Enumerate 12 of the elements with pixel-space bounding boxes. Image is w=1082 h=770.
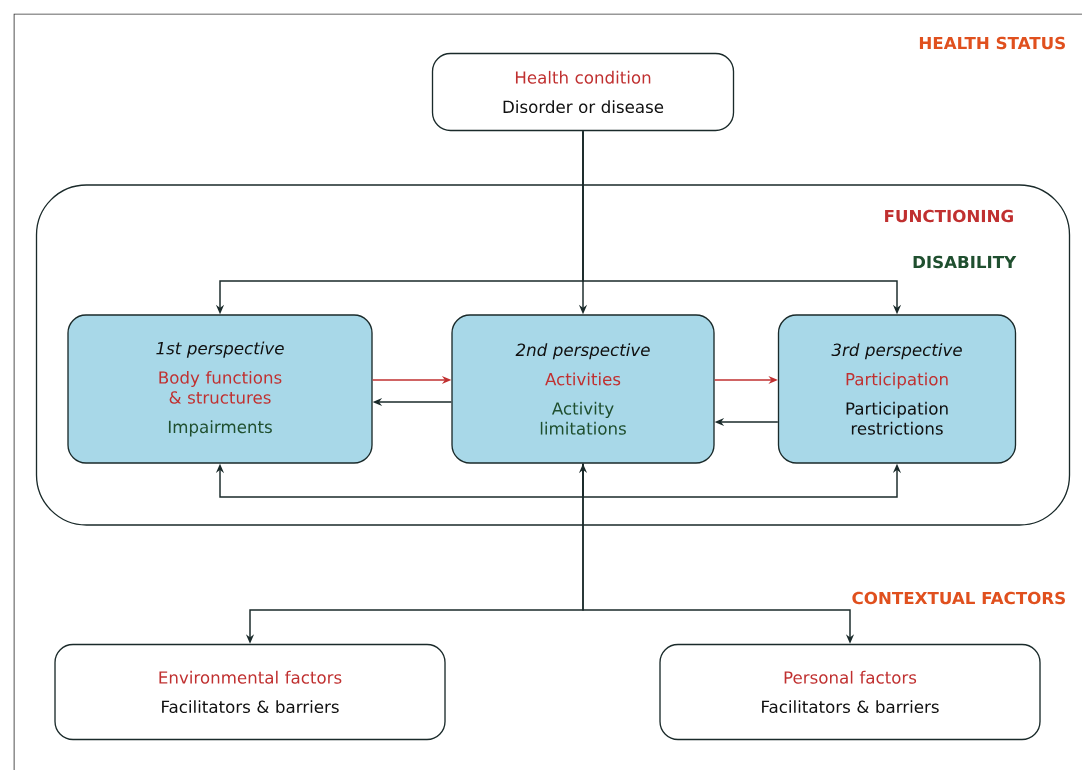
perspective-box: 1st perspective Body functions & structures Impairments <box>67 314 373 464</box>
perspective-box: 2nd perspective Activities Activity limitations <box>451 314 715 464</box>
factor-box: Environmental factors Facilitators & barriers <box>54 643 446 741</box>
section-heading: HEALTH STATUS <box>919 36 1065 50</box>
band-heading: FUNCTIONING <box>885 209 1013 223</box>
perspective-box: 3rd perspective Participation Participation restrictions <box>777 314 1017 464</box>
section-heading: CONTEXTUAL FACTORS <box>852 591 1065 605</box>
arrow <box>215 462 584 498</box>
factor-box: Personal factors Facilitators & barriers <box>659 643 1041 741</box>
functioning-band <box>35 184 1071 526</box>
condition-box: Health condition Disorder or disease <box>431 52 735 132</box>
band-heading: DISABILITY <box>913 255 1017 269</box>
